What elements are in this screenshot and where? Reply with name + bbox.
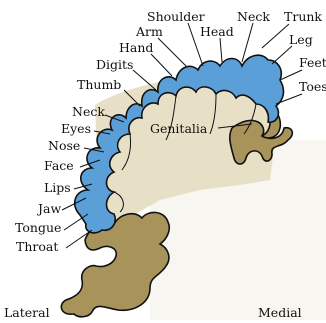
- label-genitalia: Genitalia: [150, 121, 208, 136]
- label-neck-side: Neck: [72, 104, 105, 119]
- label-eyes: Eyes: [61, 121, 91, 136]
- label-digits: Digits: [96, 57, 133, 72]
- label-toes: Toes: [299, 79, 326, 94]
- label-medial: Medial: [258, 305, 302, 320]
- label-lips: Lips: [44, 180, 71, 195]
- label-shoulder: Shoulder: [147, 9, 205, 24]
- label-lateral: Lateral: [4, 305, 50, 320]
- label-neck-top: Neck: [237, 9, 270, 24]
- label-nose: Nose: [48, 138, 80, 153]
- label-head: Head: [200, 24, 234, 39]
- label-leg: Leg: [289, 32, 313, 47]
- label-tongue: Tongue: [15, 220, 61, 235]
- label-hand: Hand: [119, 40, 153, 55]
- label-face: Face: [44, 158, 74, 173]
- label-thumb: Thumb: [77, 77, 121, 92]
- label-trunk: Trunk: [284, 9, 322, 24]
- label-jaw: Jaw: [36, 201, 61, 216]
- label-arm: Arm: [135, 24, 163, 39]
- label-throat: Throat: [16, 239, 58, 254]
- label-feet: Feet: [299, 55, 326, 70]
